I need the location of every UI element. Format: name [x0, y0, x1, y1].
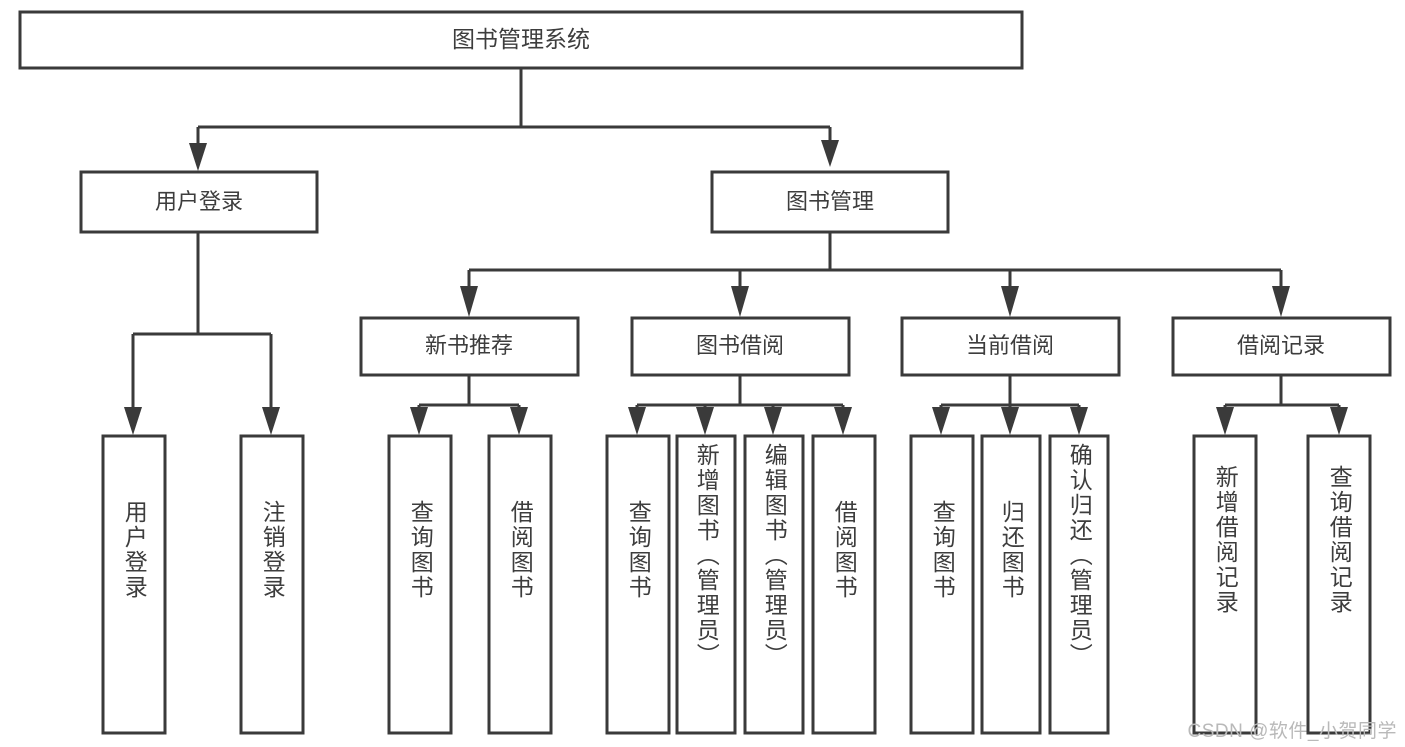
- node-borrow-record-box[interactable]: [1171, 316, 1392, 377]
- arrow-leaf-query-book-3: [932, 407, 950, 435]
- node-user-login-box[interactable]: [79, 170, 319, 234]
- node-book-manage[interactable]: 图书管理: [710, 170, 950, 234]
- leaf-add-record-box[interactable]: [1192, 434, 1258, 735]
- leaf-confirm-return-box[interactable]: [1048, 434, 1110, 735]
- arrow-user-login: [189, 143, 207, 171]
- leaf-edit-book-box[interactable]: [743, 434, 805, 735]
- leaf-borrow-book-2-box[interactable]: [811, 434, 877, 735]
- node-borrow-record[interactable]: 借阅记录: [1171, 316, 1392, 377]
- leaf-return-book-box[interactable]: [980, 434, 1042, 735]
- leaf-add-book-box[interactable]: [675, 434, 737, 735]
- node-book-manage-box[interactable]: [710, 170, 950, 234]
- arrow-leaf-query-record: [1330, 407, 1348, 435]
- leaf-query-record-box[interactable]: [1306, 434, 1372, 735]
- node-current-borrow-label: 当前借阅: [966, 333, 1054, 358]
- leaf-query-book-2-box[interactable]: [605, 434, 671, 735]
- node-new-book-recommend-box[interactable]: [359, 316, 580, 377]
- arrow-new-book-recommend: [460, 286, 478, 317]
- arrow-leaf-return-book: [1001, 407, 1019, 435]
- leaf-query-book-1-box[interactable]: [387, 434, 453, 735]
- arrow-leaf-add-record: [1216, 407, 1234, 435]
- arrow-leaf-user-login: [124, 407, 142, 435]
- leaf-boxes-group: [101, 434, 1372, 735]
- node-new-book-recommend-label: 新书推荐: [425, 333, 513, 358]
- node-user-login[interactable]: 用户登录: [79, 170, 319, 234]
- arrow-leaf-query-book-2: [628, 407, 646, 435]
- leaf-user-login-box[interactable]: [101, 434, 167, 735]
- node-book-manage-label: 图书管理: [786, 189, 874, 214]
- leaf-user-logout-box[interactable]: [239, 434, 305, 735]
- arrow-borrow-record: [1272, 286, 1290, 317]
- arrow-book-manage: [821, 140, 839, 167]
- node-book-borrow[interactable]: 图书借阅: [630, 316, 851, 377]
- node-current-borrow[interactable]: 当前借阅: [900, 316, 1121, 377]
- arrow-leaf-user-logout: [262, 407, 280, 435]
- arrow-leaf-add-book: [696, 407, 714, 435]
- leaf-borrow-book-1-box[interactable]: [487, 434, 553, 735]
- node-user-login-label: 用户登录: [155, 189, 243, 214]
- arrow-book-borrow: [731, 286, 749, 317]
- arrow-leaf-borrow-book-1: [510, 407, 528, 435]
- arrow-leaf-edit-book: [764, 407, 782, 435]
- node-root-label: 图书管理系统: [452, 26, 590, 52]
- node-current-borrow-box[interactable]: [900, 316, 1121, 377]
- node-root-box[interactable]: [18, 10, 1024, 70]
- arrow-leaf-borrow-book-2: [834, 407, 852, 435]
- connectors-group: [124, 68, 1348, 435]
- node-book-borrow-label: 图书借阅: [696, 333, 784, 358]
- arrow-leaf-query-book-1: [410, 407, 428, 435]
- leaf-query-book-3-box[interactable]: [909, 434, 975, 735]
- arrow-leaf-confirm-return: [1070, 407, 1088, 435]
- node-book-borrow-box[interactable]: [630, 316, 851, 377]
- arrow-current-borrow: [1001, 286, 1019, 317]
- node-new-book-recommend[interactable]: 新书推荐: [359, 316, 580, 377]
- node-root[interactable]: 图书管理系统: [18, 10, 1024, 70]
- node-borrow-record-label: 借阅记录: [1237, 333, 1325, 358]
